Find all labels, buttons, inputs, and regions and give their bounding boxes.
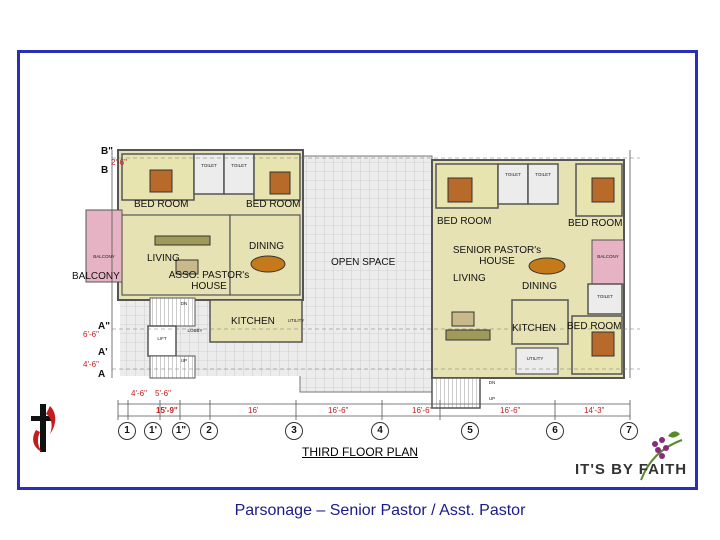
grid-label-1-double-prime: 1" — [172, 422, 190, 440]
room-label-bed-room: BED ROOM — [134, 199, 189, 210]
left-living-area — [121, 214, 231, 296]
slide-frame — [17, 50, 698, 490]
room-label-living: LIVING — [453, 273, 486, 284]
room-label-kitchen: KITCHEN — [231, 316, 275, 327]
balcony-label: BALCONY — [93, 254, 115, 259]
dimension-label: 4'-6" — [131, 389, 147, 398]
right-toilet-c — [587, 283, 623, 315]
room-label-asso-pastor-house: ASSO. PASTOR's HOUSE — [168, 270, 250, 292]
room-label-dining: DINING — [522, 281, 557, 292]
toilet-label: TOILET — [505, 172, 521, 177]
sofa-icon — [154, 235, 211, 246]
dimension-lines — [111, 150, 631, 420]
room-label-balcony: BALCONY — [72, 271, 120, 282]
room-label-open-space: OPEN SPACE — [331, 257, 396, 268]
left-dining-area — [229, 214, 301, 296]
bed-icon — [149, 169, 173, 193]
dimension-label: 15'-9" — [156, 406, 178, 415]
room-label-bed-room: BED ROOM — [437, 216, 492, 227]
room-label-dining: DINING — [249, 241, 284, 252]
grid-lines — [112, 157, 640, 370]
lobby-label: LOBBY — [187, 328, 203, 333]
left-stair-lower — [149, 355, 196, 379]
grid-label-6: 6 — [546, 422, 564, 440]
bed-icon — [591, 331, 615, 357]
room-label-living: LIVING — [147, 253, 180, 264]
left-balcony — [85, 209, 123, 283]
dimension-label: 16' — [248, 406, 259, 415]
stair-up-label: UP — [488, 396, 496, 401]
room-label-bed-room: BED ROOM — [567, 321, 622, 332]
toilet-label: TOILET — [201, 163, 217, 168]
slide-caption: Parsonage – Senior Pastor / Asst. Pastor — [234, 502, 526, 519]
toilet-label: TOILET — [597, 294, 613, 299]
balcony-label: BALCONY — [597, 254, 619, 259]
dimension-label: 4'-6" — [83, 360, 99, 369]
stair-up-label: UP — [180, 358, 188, 363]
dimension-label: 2'-6" — [111, 158, 127, 167]
dimension-label: 14'-3" — [584, 406, 605, 415]
right-utility — [515, 347, 559, 375]
bed-icon — [269, 171, 291, 195]
grid-label-b-double-prime: B" — [101, 146, 113, 157]
left-toilet-b — [223, 153, 255, 195]
faith-logo-graphic — [640, 431, 683, 481]
cross-flame-logo — [31, 404, 56, 452]
stair-dn-label: DN — [488, 380, 496, 385]
lift-label: LIFT — [157, 336, 167, 341]
left-lift — [147, 325, 177, 357]
dining-table-icon — [528, 257, 566, 275]
right-stair — [431, 377, 481, 409]
utility-label: UTILITY — [526, 356, 544, 361]
right-toilet-b — [527, 163, 559, 205]
room-label-bed-room: BED ROOM — [246, 199, 301, 210]
grid-label-7: 7 — [620, 422, 638, 440]
bed-icon — [591, 177, 615, 203]
grid-label-a-prime: A' — [98, 347, 108, 358]
room-label-kitchen: KITCHEN — [512, 323, 556, 334]
faith-logo-text: IT'S BY FAITH — [575, 461, 688, 478]
dimension-label: 6'-6" — [83, 330, 99, 339]
grid-label-b: B — [101, 165, 109, 176]
grid-label-1-prime: 1' — [144, 422, 162, 440]
utility-label: UTILITY — [287, 318, 305, 323]
toilet-label: TOILET — [535, 172, 551, 177]
stair-dn-label: DN — [180, 301, 188, 306]
grid-label-5: 5 — [461, 422, 479, 440]
grid-label-1: 1 — [118, 422, 136, 440]
sofa-icon — [445, 329, 491, 341]
grid-label-3: 3 — [285, 422, 303, 440]
bed-icon — [447, 177, 473, 203]
grid-label-2: 2 — [200, 422, 218, 440]
dimension-label: 16'-6" — [328, 406, 349, 415]
sofa-icon — [451, 311, 475, 327]
dimension-label: 16'-6" — [412, 406, 433, 415]
grid-label-a-double-prime: A" — [98, 321, 110, 332]
sofa-icon — [175, 259, 199, 275]
left-stair — [149, 297, 196, 327]
grid-label-4: 4 — [371, 422, 389, 440]
left-toilet-a — [193, 153, 225, 195]
grid-label-a: A — [98, 369, 106, 380]
left-kitchen — [209, 299, 303, 343]
right-balcony — [591, 239, 625, 285]
dining-table-icon — [250, 255, 286, 273]
right-toilet-a — [497, 163, 529, 205]
room-label-senior-pastor-house: SENIOR PASTOR's HOUSE — [452, 245, 542, 267]
plan-title: THIRD FLOOR PLAN — [301, 445, 418, 459]
dimension-label: 16'-6" — [500, 406, 521, 415]
toilet-label: TOILET — [231, 163, 247, 168]
room-label-bed-room: BED ROOM — [568, 218, 623, 229]
right-kitchen — [511, 299, 569, 345]
dimension-label: 5'-6" — [155, 389, 171, 398]
